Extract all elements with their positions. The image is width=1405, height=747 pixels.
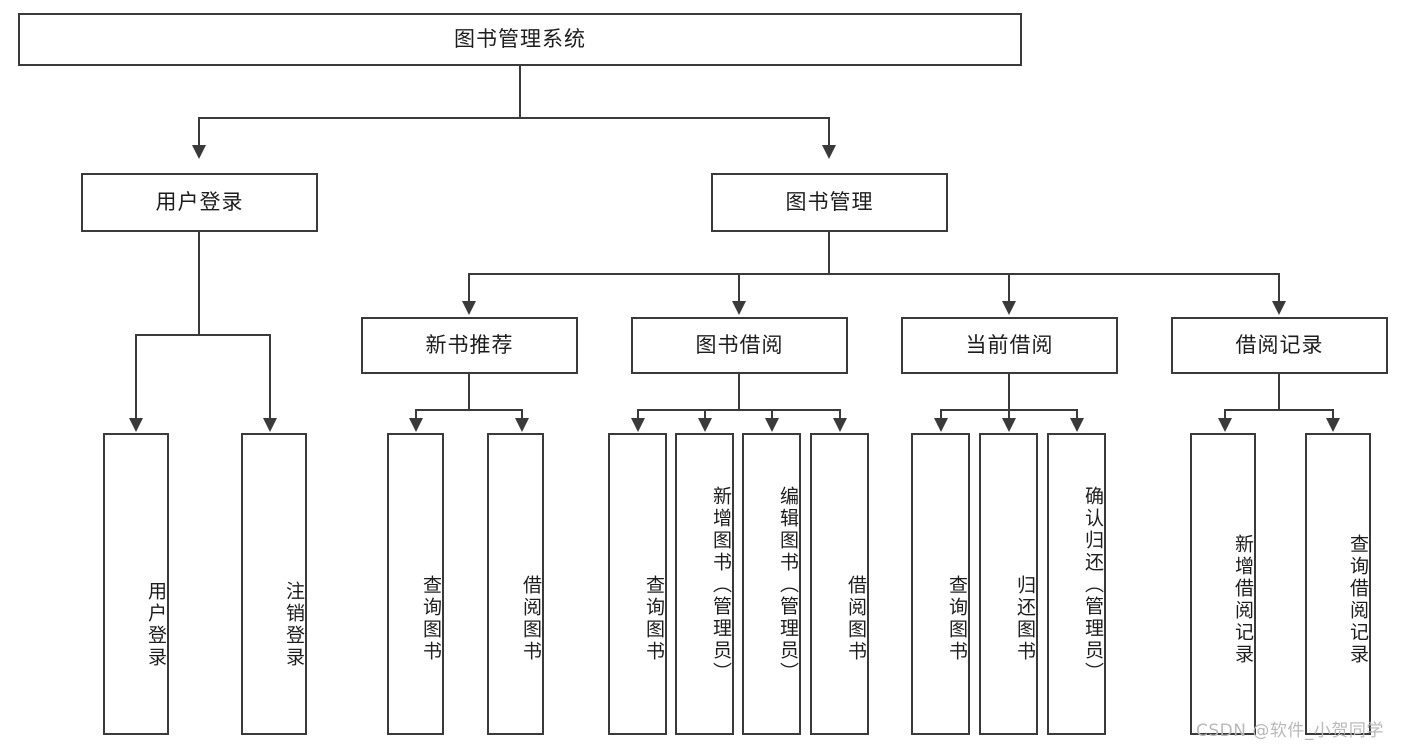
connector-new-book-leaf1: [415, 409, 417, 420]
connector-new-book-leaf2: [521, 409, 523, 420]
connector-user-login-stem: [198, 232, 200, 335]
connector-book-borrow-leaf4: [839, 409, 841, 420]
node-label: 查询图书: [946, 575, 968, 663]
node-book-management[interactable]: 图书管理: [711, 173, 948, 232]
leaf-edit-book-admin[interactable]: 编辑图书（管理员）: [742, 433, 801, 735]
arrow-current-borrow-leaf2: [1002, 418, 1016, 432]
node-borrow-records[interactable]: 借阅记录: [1171, 317, 1388, 374]
arrow-borrow-records-leaf1: [1218, 418, 1232, 432]
connector-current-borrow-leaf2: [1008, 409, 1010, 420]
connector-book-borrow-leaf2: [704, 409, 706, 420]
node-label: 归还图书: [1014, 575, 1036, 663]
arrow-borrow-records-leaf2: [1326, 418, 1340, 432]
connector-new-book-bus: [415, 409, 523, 411]
connector-to-book-borrow: [738, 273, 740, 303]
connector-user-login-leaf1: [135, 334, 137, 420]
connector-to-new-book: [468, 273, 470, 303]
connector-borrow-records-bus: [1224, 409, 1334, 411]
connector-root-bus: [198, 117, 830, 119]
arrow-new-book-leaf2: [515, 418, 529, 432]
leaf-query-book-borrow[interactable]: 查询图书: [608, 433, 667, 735]
connector-book-borrow-stem: [738, 374, 740, 410]
arrow-to-borrow-records: [1272, 301, 1286, 315]
arrow-book-borrow-leaf4: [833, 418, 847, 432]
connector-borrow-records-leaf2: [1332, 409, 1334, 420]
leaf-query-borrow-record[interactable]: 查询借阅记录: [1305, 433, 1371, 735]
leaf-borrow-book-new[interactable]: 借阅图书: [487, 433, 544, 735]
arrow-to-book-borrow: [732, 301, 746, 315]
node-label: 图书管理: [785, 190, 874, 215]
arrow-user-login-leaf1: [129, 418, 143, 432]
leaf-confirm-return-admin[interactable]: 确认归还（管理员）: [1047, 433, 1106, 735]
leaf-return-book[interactable]: 归还图书: [979, 433, 1038, 735]
connector-to-current-borrow: [1008, 273, 1010, 303]
arrow-root-to-book-mgmt: [822, 145, 836, 159]
connector-to-borrow-records: [1278, 273, 1280, 303]
arrow-current-borrow-leaf1: [934, 418, 948, 432]
arrow-book-borrow-leaf1: [631, 418, 645, 432]
leaf-query-book-new[interactable]: 查询图书: [387, 433, 444, 735]
leaf-add-borrow-record[interactable]: 新增借阅记录: [1190, 433, 1256, 735]
connector-borrow-records-leaf1: [1224, 409, 1226, 420]
leaf-user-login[interactable]: 用户登录: [103, 433, 169, 735]
connector-book-borrow-leaf1: [637, 409, 639, 420]
leaf-query-book-current[interactable]: 查询图书: [911, 433, 970, 735]
node-label: 新书推荐: [425, 333, 514, 358]
node-label: 图书管理系统: [454, 27, 586, 52]
arrow-to-new-book: [462, 301, 476, 315]
connector-root-to-book-mgmt: [828, 117, 830, 147]
node-label: 新增图书（管理员）: [710, 486, 732, 684]
node-label: 当前借阅: [965, 333, 1054, 358]
node-label: 查询借阅记录: [1347, 534, 1369, 666]
node-label: 借阅图书: [520, 575, 542, 663]
leaf-borrow-book[interactable]: 借阅图书: [810, 433, 869, 735]
leaf-add-book-admin[interactable]: 新增图书（管理员）: [675, 433, 734, 735]
node-label: 用户登录: [145, 581, 167, 669]
node-book-borrow[interactable]: 图书借阅: [631, 317, 848, 374]
node-user-login[interactable]: 用户登录: [81, 173, 318, 232]
node-label: 查询图书: [643, 575, 665, 663]
connector-current-borrow-leaf3: [1076, 409, 1078, 420]
node-label: 用户登录: [155, 190, 244, 215]
connector-current-borrow-leaf1: [940, 409, 942, 420]
arrow-book-borrow-leaf3: [765, 418, 779, 432]
csdn-watermark: CSDN @软件_小贺同学: [1196, 721, 1384, 741]
connector-book-mgmt-stem: [828, 232, 830, 274]
connector-book-borrow-leaf3: [771, 409, 773, 420]
connector-current-borrow-stem: [1008, 374, 1010, 410]
leaf-logout[interactable]: 注销登录: [241, 433, 307, 735]
node-label: 借阅记录: [1235, 333, 1324, 358]
arrow-new-book-leaf1: [409, 418, 423, 432]
connector-root-to-user-login: [198, 117, 200, 147]
connector-user-login-bus: [135, 334, 270, 336]
node-label: 编辑图书（管理员）: [777, 486, 799, 684]
arrow-current-borrow-leaf3: [1070, 418, 1084, 432]
node-label: 图书借阅: [695, 333, 784, 358]
node-new-book-recommend[interactable]: 新书推荐: [361, 317, 578, 374]
connector-borrow-records-stem: [1278, 374, 1280, 410]
arrow-to-current-borrow: [1002, 301, 1016, 315]
connector-user-login-leaf2: [269, 334, 271, 420]
connector-book-mgmt-bus: [468, 273, 1280, 275]
arrow-root-to-user-login: [192, 145, 206, 159]
node-label: 查询图书: [420, 575, 442, 663]
connector-new-book-stem: [468, 374, 470, 410]
node-label: 注销登录: [283, 581, 305, 669]
arrow-book-borrow-leaf2: [698, 418, 712, 432]
node-root-system[interactable]: 图书管理系统: [18, 13, 1022, 66]
connector-root-stem: [519, 66, 521, 118]
arrow-user-login-leaf2: [263, 418, 277, 432]
node-current-borrow[interactable]: 当前借阅: [901, 317, 1118, 374]
node-label: 新增借阅记录: [1232, 534, 1254, 666]
node-label: 确认归还（管理员）: [1082, 486, 1104, 684]
node-label: 借阅图书: [845, 575, 867, 663]
connector-book-borrow-bus: [637, 409, 839, 411]
